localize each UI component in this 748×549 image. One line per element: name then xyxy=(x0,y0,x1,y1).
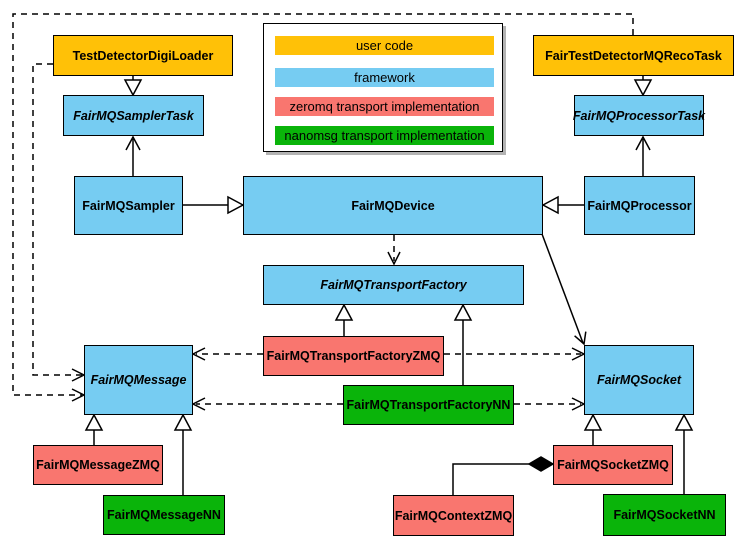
edge-inheritance-socketzmq-socket xyxy=(583,413,603,445)
edge-inheritance-digiloader-samplertask xyxy=(123,76,143,97)
class-label: FairMQSocketZMQ xyxy=(557,458,669,472)
edge-composition-socketzmq-contextzmq xyxy=(452,456,555,495)
edge-association-processor-processortask xyxy=(635,135,651,176)
class-label: FairMQMessage xyxy=(90,373,187,387)
class-label: FairMQTransportFactoryNN xyxy=(346,398,511,412)
class-label: TestDetectorDigiLoader xyxy=(72,48,214,63)
class-box-fairmq-transport-factory-nn: FairMQTransportFactoryNN xyxy=(343,385,514,425)
edge-dependency-factoryzmq-message xyxy=(191,347,263,361)
class-box-fairmq-message-nn: FairMQMessageNN xyxy=(103,495,225,535)
class-label: FairMQSocket xyxy=(596,373,682,387)
edge-association-sampler-samplertask xyxy=(125,135,141,176)
class-box-fair-test-detector-mq-reco-task: FairTestDetectorMQRecoTask xyxy=(533,35,734,76)
class-box-fairmq-message-zmq: FairMQMessageZMQ xyxy=(33,445,163,485)
class-label: FairMQTransportFactory xyxy=(320,278,467,292)
edge-inheritance-processor-device xyxy=(541,195,584,215)
class-box-fairmq-context-zmq: FairMQContextZMQ xyxy=(393,495,514,536)
legend-item-zeromq: zeromq transport implementation xyxy=(275,97,494,116)
class-label: FairMQSamplerTask xyxy=(73,108,194,123)
class-box-fairmq-socket: FairMQSocket xyxy=(584,345,694,415)
edge-association-device-socket xyxy=(541,233,587,346)
edge-inheritance-factorynn-transportfactory xyxy=(453,303,473,385)
class-box-fairmq-socket-nn: FairMQSocketNN xyxy=(603,494,726,536)
class-label: FairMQProcessor xyxy=(587,198,692,213)
class-label: FairMQSocketNN xyxy=(613,508,716,522)
legend: user code framework zeromq transport imp… xyxy=(263,23,503,152)
edge-inheritance-factoryzmq-transportfactory xyxy=(334,303,354,336)
edge-inheritance-messagezmq-message xyxy=(84,413,104,445)
edge-dependency-device-transportfactory xyxy=(387,235,401,266)
class-label: FairMQProcessorTask xyxy=(572,108,706,123)
class-box-fairmq-message: FairMQMessage xyxy=(84,345,193,415)
class-box-fairmq-sampler: FairMQSampler xyxy=(74,176,183,235)
class-box-fairmq-transport-factory-zmq: FairMQTransportFactoryZMQ xyxy=(263,336,444,376)
class-box-fairmq-device: FairMQDevice xyxy=(243,176,543,235)
class-label: FairMQMessageNN xyxy=(107,508,221,522)
legend-item-framework: framework xyxy=(275,68,494,87)
class-box-fairmq-processor: FairMQProcessor xyxy=(584,176,695,235)
edge-inheritance-recotask-processortask xyxy=(633,76,653,97)
class-label: FairMQDevice xyxy=(351,198,435,213)
edge-inheritance-sampler-device xyxy=(183,195,245,215)
class-label: FairMQSampler xyxy=(82,198,175,213)
edge-dependency-factorynn-message xyxy=(191,397,343,411)
class-box-fairmq-socket-zmq: FairMQSocketZMQ xyxy=(553,445,673,485)
edge-inheritance-messagenn-message xyxy=(173,413,193,495)
edge-dependency-factoryzmq-socket xyxy=(444,347,586,361)
class-label: FairMQTransportFactoryZMQ xyxy=(266,349,441,363)
class-label: FairMQContextZMQ xyxy=(394,508,513,523)
edge-inheritance-socketnn-socket xyxy=(674,413,694,494)
class-box-fairmq-sampler-task: FairMQSamplerTask xyxy=(63,95,204,136)
class-box-fairmq-processor-task: FairMQProcessorTask xyxy=(572,95,706,136)
class-box-test-detector-digi-loader: TestDetectorDigiLoader xyxy=(53,35,233,76)
class-label: FairTestDetectorMQRecoTask xyxy=(545,48,722,63)
legend-item-user-code: user code xyxy=(275,36,494,55)
class-label: FairMQMessageZMQ xyxy=(36,458,160,472)
class-box-fairmq-transport-factory: FairMQTransportFactory xyxy=(263,265,524,305)
edge-dependency-factorynn-socket xyxy=(514,397,586,411)
legend-item-nanomsg: nanomsg transport implementation xyxy=(275,126,494,145)
